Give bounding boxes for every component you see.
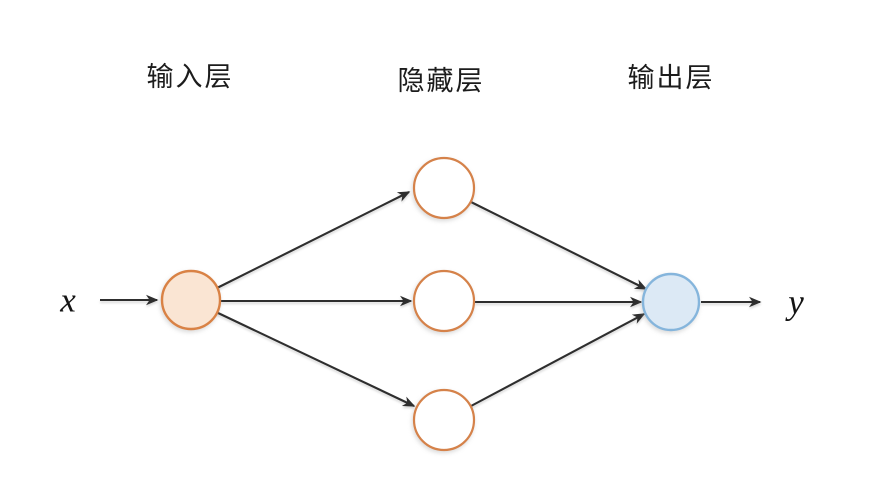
node-hidden-2 bbox=[412, 269, 476, 333]
node-hidden-1 bbox=[412, 156, 476, 220]
edge-input-to-hidden-3 bbox=[215, 311, 416, 407]
label-output-layer: 输出层 bbox=[628, 63, 715, 93]
edge-hidden-1-to-output bbox=[470, 201, 648, 290]
node-hidden-3 bbox=[412, 388, 476, 452]
label-x: x bbox=[59, 281, 76, 320]
label-input-layer: 输入层 bbox=[147, 62, 234, 92]
nodes-layer bbox=[160, 156, 701, 452]
node-input bbox=[160, 269, 222, 331]
node-output bbox=[641, 272, 701, 332]
label-y: y bbox=[785, 283, 804, 322]
edges-layer bbox=[100, 191, 762, 407]
label-hidden-layer: 隐藏层 bbox=[398, 66, 485, 96]
edge-input-to-hidden-1 bbox=[216, 191, 411, 289]
labels-layer: 输入层 隐藏层 输出层 x y bbox=[59, 62, 804, 322]
edge-hidden-3-to-output bbox=[470, 313, 646, 407]
